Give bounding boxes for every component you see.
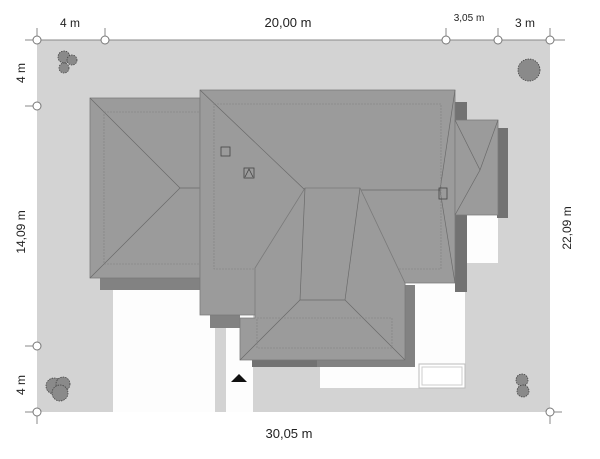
dim-top-right: 3 m xyxy=(515,16,535,30)
house-roof xyxy=(89,89,499,361)
dimension-markers xyxy=(25,28,565,424)
dim-left-bottom: 4 m xyxy=(14,375,28,395)
entrance-arrow-icon xyxy=(231,374,247,382)
dim-left-middle: 14,09 m xyxy=(14,210,28,253)
dim-bottom: 30,05 m xyxy=(266,426,313,441)
dim-top-left: 4 m xyxy=(60,16,80,30)
tree-icon xyxy=(57,50,78,74)
skylight xyxy=(220,146,231,157)
dim-left-top: 4 m xyxy=(14,63,28,83)
tree-icon xyxy=(45,376,71,402)
tree-icon xyxy=(515,373,530,398)
tree-icon xyxy=(517,58,541,82)
skylight xyxy=(438,187,448,200)
chimney xyxy=(243,167,255,179)
dim-top-right-small: 3,05 m xyxy=(454,13,485,24)
dim-right: 22,09 m xyxy=(560,206,574,249)
dim-top-middle: 20,00 m xyxy=(265,15,312,30)
